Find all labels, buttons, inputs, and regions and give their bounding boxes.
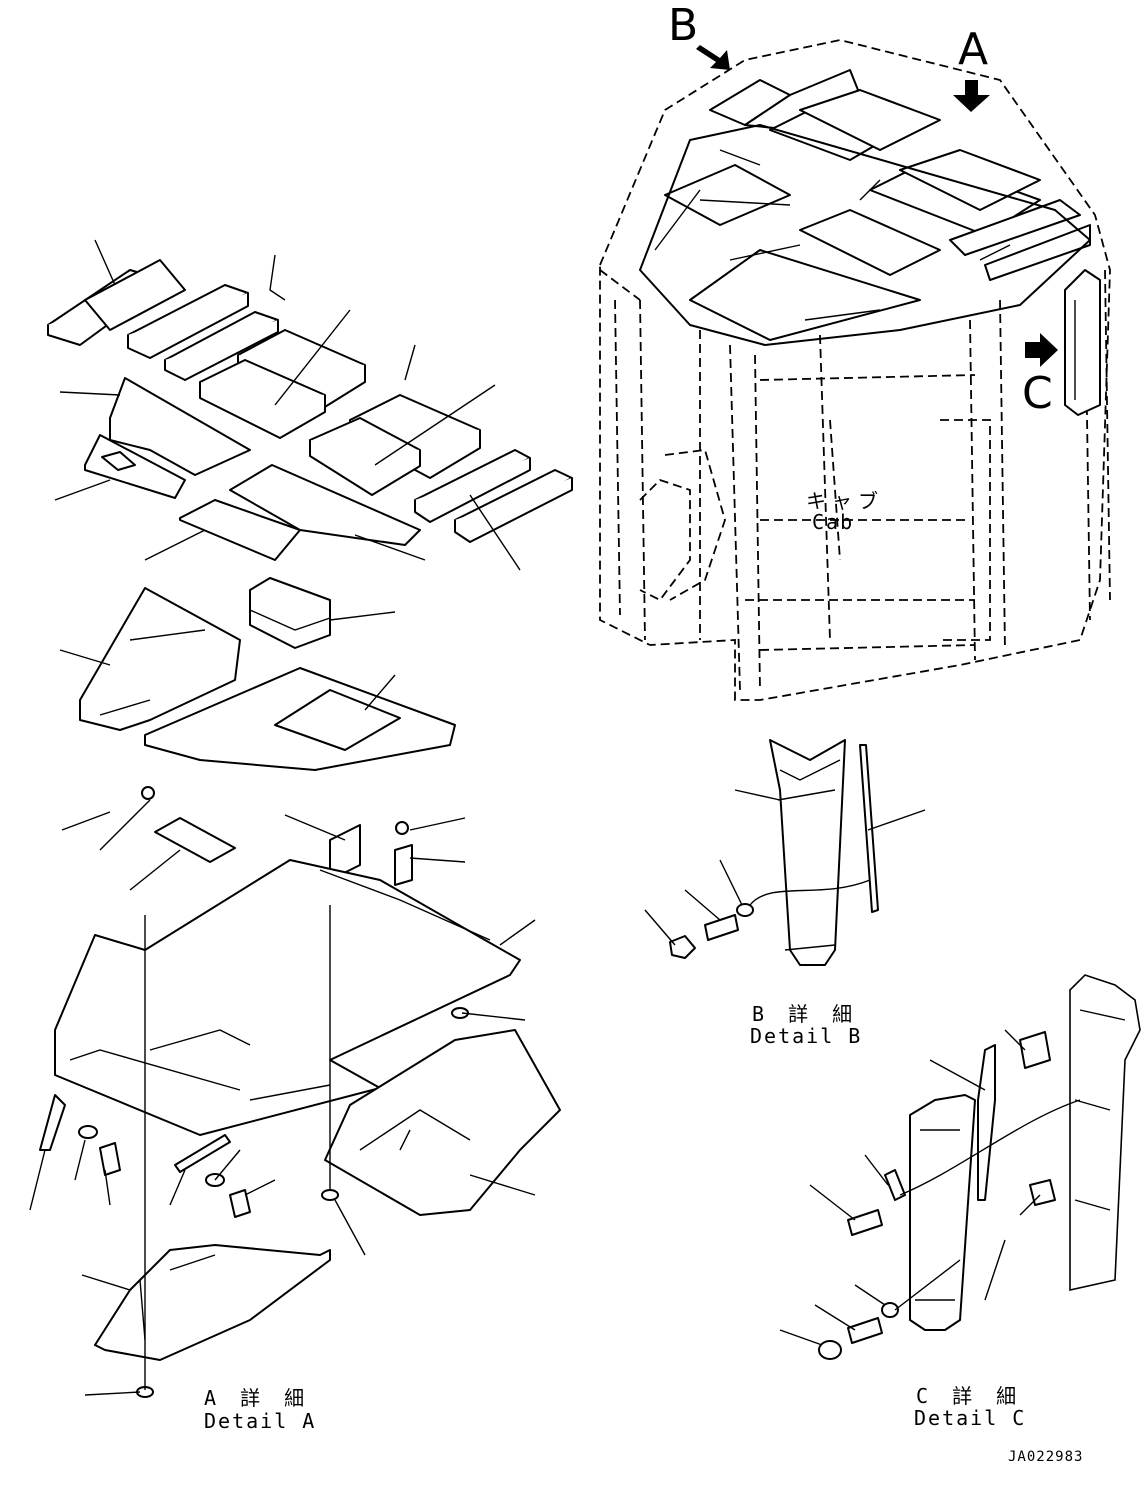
cab-label-jp: キャブ bbox=[806, 489, 884, 513]
detail-a-roof-pads bbox=[47, 259, 573, 543]
cab-label-en: Cab bbox=[812, 510, 855, 534]
detail-a-title-jp: A 詳 細 bbox=[204, 1386, 311, 1410]
detail-a-title-en: Detail A bbox=[204, 1409, 317, 1433]
detail-b-pillar bbox=[644, 739, 926, 966]
detail-c-title-en: Detail C bbox=[914, 1406, 1027, 1430]
detail-b-title-jp: B 詳 細 bbox=[752, 1002, 859, 1026]
detail-a-panels bbox=[79, 377, 456, 771]
detail-c-title-jp: C 詳 細 bbox=[916, 1384, 1023, 1408]
detail-b-title-en: Detail B bbox=[750, 1024, 863, 1048]
cab-frame-outline bbox=[599, 39, 1111, 701]
cab-roof-insulation bbox=[639, 69, 1091, 346]
detail-a-leader-lines bbox=[29, 239, 536, 1396]
view-label-c: C bbox=[1022, 368, 1053, 419]
cab-pillar-cover bbox=[1064, 269, 1101, 416]
detail-a-hardware bbox=[101, 451, 413, 886]
view-label-a: A bbox=[958, 24, 989, 75]
detail-c-pillar-assembly bbox=[779, 974, 1141, 1360]
drawing-code: JA022983 bbox=[1008, 1449, 1084, 1465]
view-label-b: B bbox=[668, 0, 699, 51]
view-arrows bbox=[696, 45, 1058, 367]
detail-a-floor-plate bbox=[39, 859, 561, 1398]
